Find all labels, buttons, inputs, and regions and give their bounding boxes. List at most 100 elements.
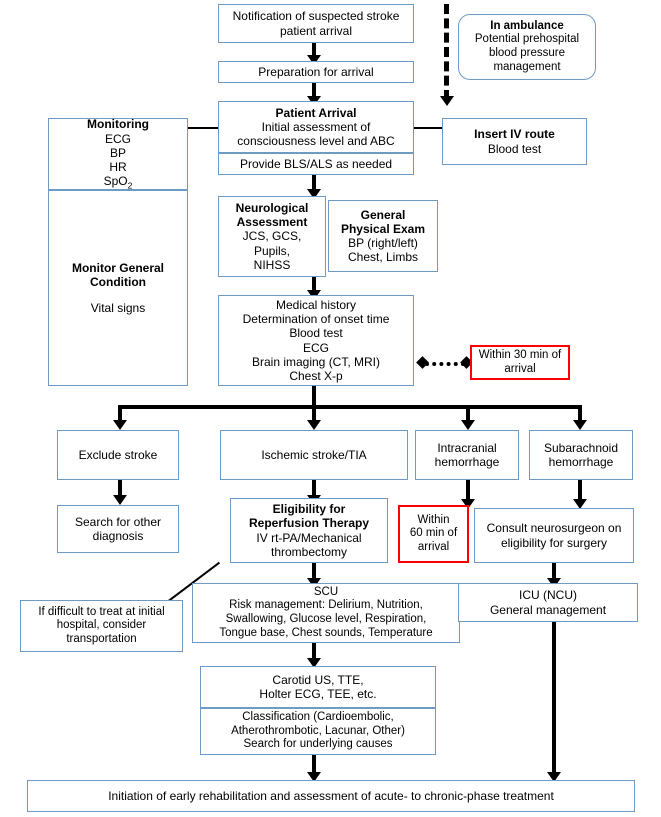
- connector-bls-assessment: [312, 174, 316, 192]
- monitoring-title: Monitoring: [87, 117, 149, 132]
- intracranial-line-1: Intracranial: [437, 440, 497, 455]
- node-neurological-assessment[interactable]: Neurological Assessment JCS, GCS, Pupils…: [218, 196, 326, 277]
- general-exam-line-1: BP (right/left): [348, 236, 418, 250]
- connector-workup-branch: [312, 386, 316, 407]
- node-insert-iv[interactable]: Insert IV route Blood test: [442, 118, 587, 165]
- node-transportation[interactable]: If difficult to treat at initial hospita…: [20, 600, 183, 652]
- connector-classification-rehab: [312, 752, 316, 776]
- intracranial-line-2: hemorrhage: [434, 455, 500, 469]
- monitor-general-title-1: Monitor General: [71, 260, 164, 275]
- subarachnoid-line-1: Subarachnoid: [543, 440, 619, 455]
- neurological-line-3: NIHSS: [253, 257, 291, 272]
- within60-line-1: Within: [417, 513, 450, 526]
- workup-line-2: Determination of onset time: [242, 312, 390, 327]
- search-other-line-2: diagnosis: [92, 529, 144, 543]
- subarachnoid-line-2: hemorrhage: [548, 455, 614, 469]
- consult-line-1: Consult neurosurgeon on: [486, 521, 622, 536]
- node-consult-neurosurgeon[interactable]: Consult neurosurgeon on eligibility for …: [474, 508, 634, 563]
- connector-icu-rehab: [552, 622, 556, 776]
- workup-line-4: ECG: [302, 340, 329, 355]
- node-patient-arrival[interactable]: Patient Arrival Initial assessment of co…: [218, 101, 414, 153]
- node-intracranial-hemorrhage[interactable]: Intracranial hemorrhage: [415, 430, 519, 480]
- general-exam-title-1: General: [360, 207, 406, 222]
- connector-ischemic-eligibility: [312, 480, 316, 498]
- node-general-physical-exam[interactable]: General Physical Exam BP (right/left) Ch…: [328, 200, 438, 272]
- node-ischemic-stroke[interactable]: Ischemic stroke/TIA: [220, 430, 408, 480]
- arrowhead-exclude-stroke: [113, 420, 127, 430]
- node-notification[interactable]: Notification of suspected stroke patient…: [218, 4, 414, 43]
- transportation-line-2: hospital, consider: [56, 619, 147, 632]
- diamond-marker-left: [416, 356, 429, 369]
- arrowhead-intracranial: [461, 420, 475, 430]
- icu-line-1: ICU (NCU): [519, 588, 577, 603]
- arrowhead-consult-right: [573, 499, 587, 509]
- patient-arrival-line-2: consciousness level and ABC: [237, 134, 395, 149]
- connector-workup-within30: [425, 362, 465, 366]
- arrowhead-rehab-left: [307, 772, 321, 782]
- workup-line-5: Brain imaging (CT, MRI): [251, 354, 381, 369]
- node-workup[interactable]: Medical history Determination of onset t…: [218, 295, 414, 386]
- node-carotid-tests[interactable]: Carotid US, TTE, Holter ECG, TEE, etc.: [200, 666, 436, 708]
- connector-subarachnoid-consult: [578, 480, 582, 502]
- node-within-30-min[interactable]: Within 30 min of arrival: [470, 345, 570, 380]
- node-within-60-min[interactable]: Within 60 min of arrival: [398, 505, 469, 563]
- carotid-line-2: Holter ECG, TEE, etc.: [259, 687, 377, 701]
- insert-iv-title: Insert IV route: [474, 127, 555, 142]
- carotid-line-1: Carotid US, TTE,: [272, 672, 364, 687]
- rehabilitation-line-1: Initiation of early rehabilitation and a…: [108, 788, 554, 803]
- eligibility-line-2: thrombectomy: [270, 544, 348, 559]
- monitoring-line-2: BP: [109, 145, 126, 160]
- connector-consult-icu: [552, 563, 556, 583]
- node-scu[interactable]: SCU Risk management: Delirium, Nutrition…: [192, 583, 460, 643]
- connector-ambulance-dashed: [444, 4, 449, 100]
- arrowhead-subarachnoid: [573, 420, 587, 430]
- monitoring-spo2: SpO2: [103, 174, 133, 191]
- workup-line-3: Blood test: [289, 326, 343, 341]
- eligibility-title-2: Reperfusion Therapy: [248, 516, 370, 531]
- monitoring-line-1: ECG: [104, 131, 131, 146]
- in-ambulance-title: In ambulance: [490, 19, 564, 32]
- node-bls-als[interactable]: Provide BLS/ALS as needed: [218, 153, 414, 175]
- transportation-line-1: If difficult to treat at initial: [38, 605, 165, 618]
- arrowhead-ambulance: [440, 96, 454, 106]
- scu-line-3: Swallowing, Glucose level, Respiration,: [225, 613, 427, 625]
- node-search-other-diagnosis[interactable]: Search for other diagnosis: [57, 505, 179, 553]
- neurological-line-1: JCS, GCS,: [242, 229, 302, 244]
- node-icu[interactable]: ICU (NCU) General management: [458, 583, 638, 622]
- node-eligibility-reperfusion[interactable]: Eligibility for Reperfusion Therapy IV r…: [230, 498, 388, 563]
- arrowhead-preparation: [307, 55, 321, 65]
- preparation-line-1: Preparation for arrival: [258, 64, 374, 79]
- branch-stem-exclude: [118, 405, 122, 423]
- bls-als-line-1: Provide BLS/ALS as needed: [239, 156, 393, 171]
- in-ambulance-line-2: blood pressure: [488, 47, 566, 59]
- classification-line-1: Classification (Cardioembolic,: [242, 711, 394, 724]
- node-preparation[interactable]: Preparation for arrival: [218, 61, 414, 83]
- classification-line-3: Search for underlying causes: [243, 738, 393, 751]
- connector-assessment-workup: [312, 277, 316, 294]
- workup-line-6: Chest X-p: [289, 368, 343, 383]
- connector-intracranial-consult: [466, 480, 470, 502]
- node-classification[interactable]: Classification (Cardioembolic, Atherothr…: [200, 708, 436, 755]
- monitor-general-line-1: Vital signs: [90, 301, 146, 316]
- search-other-line-1: Search for other: [74, 514, 162, 529]
- node-monitoring[interactable]: Monitoring ECG BP HR SpO2: [48, 117, 188, 191]
- node-exclude-stroke[interactable]: Exclude stroke: [57, 430, 179, 480]
- node-monitor-general-condition[interactable]: Monitor General Condition Vital signs: [48, 190, 188, 386]
- neurological-line-2: Pupils,: [253, 243, 291, 258]
- node-rehabilitation[interactable]: Initiation of early rehabilitation and a…: [27, 780, 635, 812]
- connector-scu-carotid: [312, 643, 316, 663]
- classification-line-2: Atherothrombotic, Lacunar, Other): [231, 724, 405, 737]
- arrowhead-search-other: [113, 495, 127, 505]
- connector-preparation-arrival: [312, 83, 316, 99]
- node-in-ambulance[interactable]: In ambulance Potential prehospital blood…: [458, 14, 596, 80]
- connector-arrival-iv: [410, 127, 442, 129]
- general-exam-line-2: Chest, Limbs: [347, 250, 419, 265]
- consult-line-2: eligibility for surgery: [500, 535, 608, 550]
- branch-stem-ischemic: [312, 405, 316, 423]
- in-ambulance-line-1: Potential prehospital: [474, 33, 580, 46]
- node-subarachnoid-hemorrhage[interactable]: Subarachnoid hemorrhage: [529, 430, 633, 480]
- neurological-title-2: Assessment: [236, 215, 308, 230]
- arrowhead-carotid: [307, 658, 321, 668]
- ischemic-line-1: Ischemic stroke/TIA: [261, 447, 367, 462]
